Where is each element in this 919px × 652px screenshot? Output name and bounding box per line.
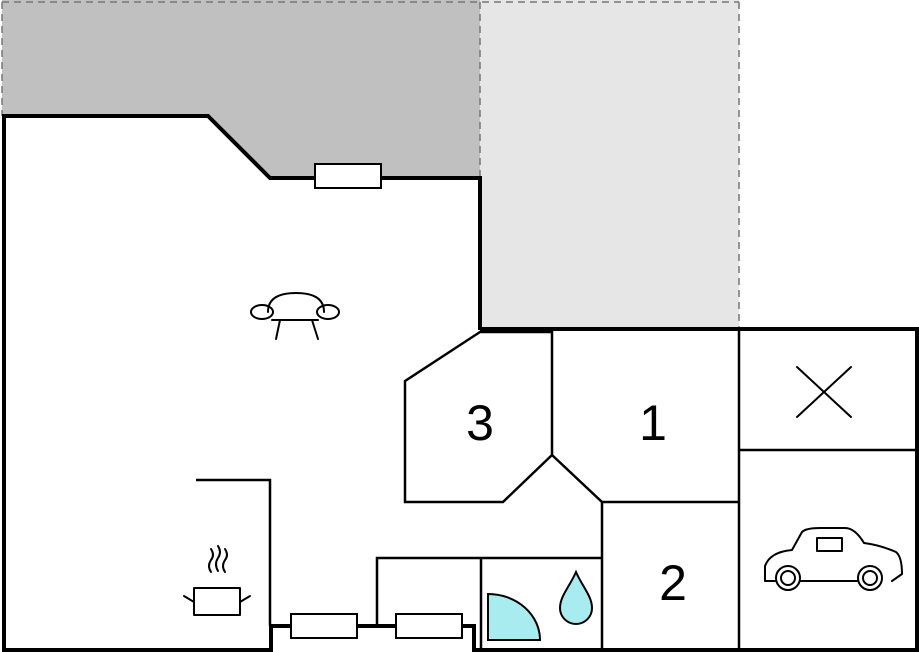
water-drop-icon: [558, 569, 594, 625]
room-2-label: 2: [659, 555, 687, 611]
room-1-label: 1: [639, 395, 667, 451]
terrace-dark: [2, 0, 480, 178]
window-bottom-left: [290, 613, 358, 639]
sofa-icon: [250, 292, 340, 340]
shower-icon: [487, 592, 542, 641]
terrace-light: [480, 0, 739, 330]
stove-pot-icon: [183, 545, 251, 616]
terrace-dashed-outline: [1, 1, 740, 330]
cross-icon: [796, 366, 852, 418]
window-top: [314, 163, 382, 189]
interior-walls: [196, 330, 917, 650]
car-icon: [764, 527, 903, 591]
room-3-label: 3: [466, 395, 494, 451]
exterior-wall: [2, 114, 919, 652]
window-bottom-right: [395, 613, 463, 639]
